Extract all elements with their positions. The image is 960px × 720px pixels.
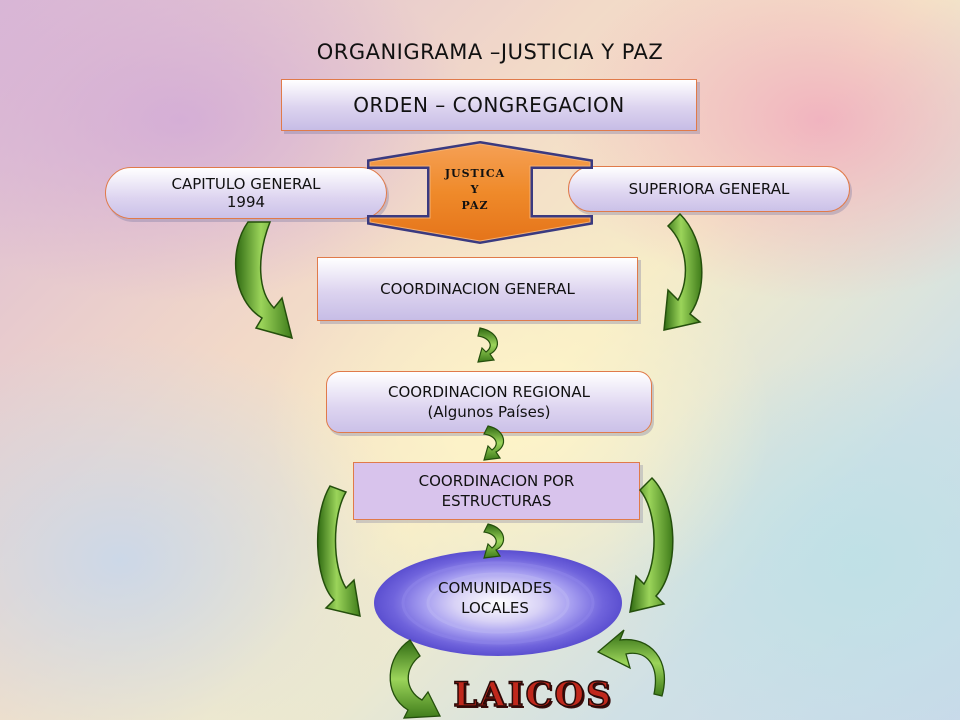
page-title: ORGANIGRAMA –JUSTICIA Y PAZ <box>316 40 664 64</box>
node-superiora-label: SUPERIORA GENERAL <box>628 180 790 198</box>
comunidades-ellipse <box>374 550 622 656</box>
arrow-estructuras-to-comunidades <box>483 523 505 559</box>
node-orden-congregacion: ORDEN – CONGREGACION <box>281 79 697 131</box>
node-coord-general-label: COORDINACION GENERAL <box>380 280 575 298</box>
node-coord-estructuras-label: COORDINACION POR ESTRUCTURAS <box>418 472 575 510</box>
arrow-regional-to-estructuras <box>483 425 505 461</box>
arrow-left-to-comunidades <box>317 485 361 617</box>
laicos-text: LAICOS <box>453 674 613 716</box>
node-coordinacion-regional: COORDINACION REGIONAL (Algunos Países) <box>326 371 652 433</box>
node-comunidades-label: COMUNIDADES LOCALES <box>438 579 552 617</box>
arrow-capitulo-to-coordinacion <box>235 221 294 340</box>
node-justicia-label: JUSTICA Y PAZ <box>444 167 506 212</box>
arrow-laicos-right <box>596 629 666 697</box>
laicos-label: LAICOS <box>448 672 618 718</box>
node-comunidades-locales: COMUNIDADES LOCALES <box>400 568 590 628</box>
node-coordinacion-general: COORDINACION GENERAL <box>317 257 638 321</box>
node-coordinacion-estructuras: COORDINACION POR ESTRUCTURAS <box>353 462 640 520</box>
node-orden-label: ORDEN – CONGREGACION <box>353 93 625 117</box>
arrow-superiora-to-coordinacion <box>663 212 703 331</box>
arrow-general-to-regional <box>477 327 498 363</box>
node-justicia-paz: JUSTICA Y PAZ <box>420 160 530 220</box>
node-superiora-general: SUPERIORA GENERAL <box>568 166 850 212</box>
node-coord-regional-label: COORDINACION REGIONAL (Algunos Países) <box>388 383 590 421</box>
node-capitulo-label: CAPITULO GENERAL 1994 <box>171 175 321 211</box>
arrow-laicos-left <box>389 639 442 719</box>
justicia-paz-shape <box>367 140 593 245</box>
node-capitulo-general: CAPITULO GENERAL 1994 <box>105 167 387 219</box>
arrow-right-to-comunidades <box>629 476 674 613</box>
